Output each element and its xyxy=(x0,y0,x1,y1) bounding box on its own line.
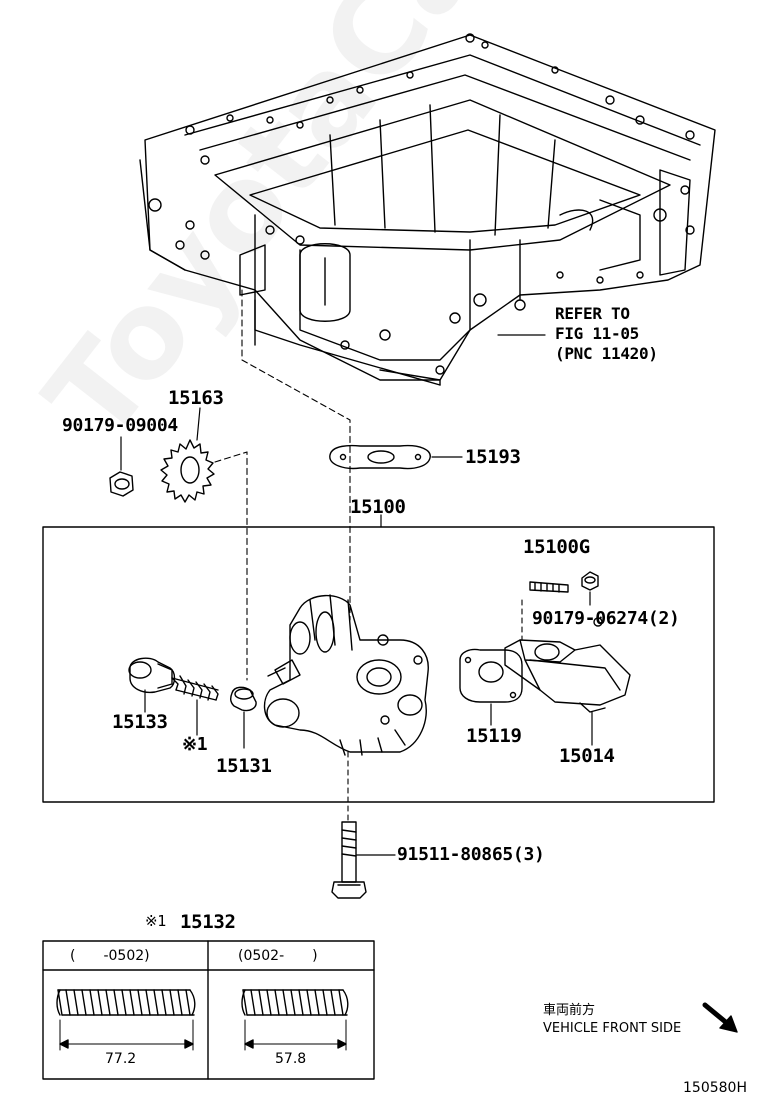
oil-strainer-icon xyxy=(504,617,631,713)
long-spring-icon xyxy=(56,989,196,1016)
relief-valve-icon xyxy=(229,686,257,712)
refer-to-line1: REFER TO xyxy=(555,304,630,323)
flange-bolt-icon xyxy=(331,821,367,899)
refer-to-line2: FIG 11-05 xyxy=(555,324,639,343)
part-label-15014: 15014 xyxy=(559,745,615,767)
part-label-15163: 15163 xyxy=(168,387,224,409)
spring-col2-header: (0502- ) xyxy=(238,948,318,964)
relief-spring-icon xyxy=(171,675,219,701)
spring-col2-dimension: 57.8 xyxy=(275,1051,307,1067)
spring-col1-header: ( -0502) xyxy=(70,948,150,964)
oil-pump-icon xyxy=(263,594,429,756)
part-label-15193: 15193 xyxy=(465,446,521,468)
strainer-gasket-icon xyxy=(459,648,523,703)
vehicle-front-arrow-icon xyxy=(702,1002,738,1033)
part-label-91511-80865: 91511-80865(3) xyxy=(397,844,545,865)
plug-icon xyxy=(128,657,176,694)
oil-pan-housing-icon xyxy=(139,33,716,386)
stud-bolt-icon xyxy=(529,581,569,593)
pump-assembly-box xyxy=(42,526,715,803)
sprocket-icon xyxy=(160,439,215,503)
figure-id: 150580H xyxy=(683,1080,747,1096)
part-label-90179-09004: 90179-09004 xyxy=(62,415,178,436)
spring-col1-dimension: 77.2 xyxy=(105,1051,137,1067)
gasket-icon xyxy=(329,444,431,470)
spring-table-note: ※1 xyxy=(145,912,166,930)
vehicle-front-japanese: 車両前方 xyxy=(543,1003,596,1018)
part-label-15133: 15133 xyxy=(112,711,168,733)
part-label-15119: 15119 xyxy=(466,725,522,747)
refer-to-line3: (PNC 11420) xyxy=(555,344,658,363)
part-label-note1: ※1 xyxy=(182,734,208,755)
part-label-15131: 15131 xyxy=(216,755,272,777)
flange-nut-icon xyxy=(581,571,599,591)
part-label-90179-06274: 90179-06274(2) xyxy=(532,608,680,629)
part-label-15100g: 15100G xyxy=(523,536,590,558)
vehicle-front-english: VEHICLE FRONT SIDE xyxy=(543,1021,682,1036)
nut-icon xyxy=(109,471,134,497)
part-label-15100: 15100 xyxy=(350,496,406,518)
spring-table-part: 15132 xyxy=(180,911,236,933)
short-spring-icon xyxy=(241,989,349,1016)
